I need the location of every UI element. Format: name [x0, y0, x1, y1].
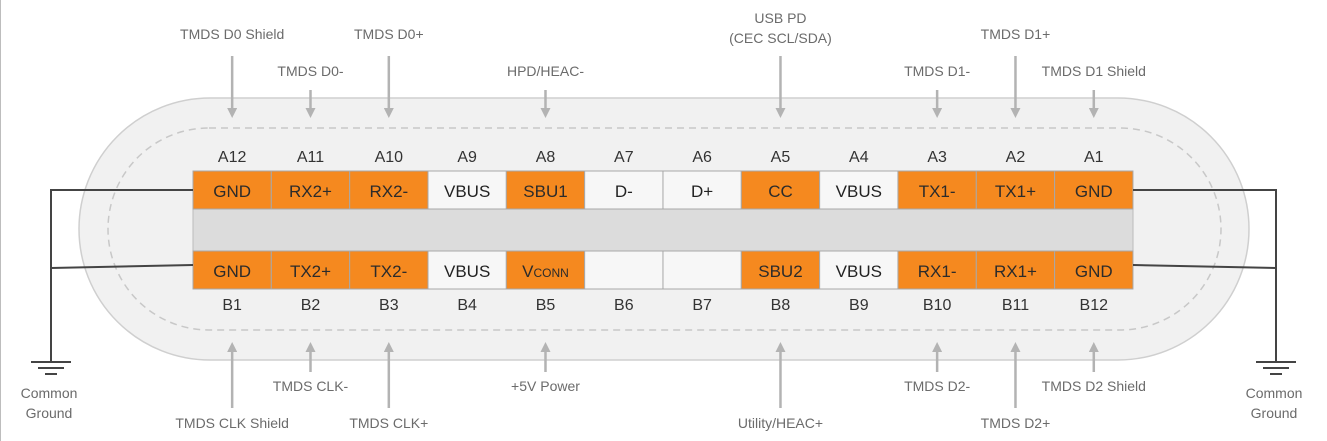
bottom-signal-label-1: TMDS CLK- [273, 378, 349, 394]
top_row-cell-a2 [975, 170, 1056, 210]
bottom_row-signal-b5: VCONN [522, 262, 569, 281]
top_row-signal-a6: D+ [691, 182, 713, 201]
bottom-signal-label-6: TMDS D2+ [981, 415, 1051, 431]
top-signal-label-2: TMDS D0+ [354, 26, 424, 42]
bottom_row-cell-b2 [270, 250, 351, 290]
bottom_row-signal-b9: VBUS [836, 262, 882, 281]
top_row-pin-a6: A6 [692, 149, 712, 166]
bottom_row-pin-b1: B1 [222, 297, 242, 314]
top-signal-label2-4: (CEC SCL/SDA) [729, 30, 832, 46]
bottom-signal-label-5: TMDS D2- [904, 378, 970, 394]
bottom_row-pin-b8: B8 [771, 297, 791, 314]
top_row-cell-a11 [270, 170, 351, 210]
bottom_row-signal-b2: TX2+ [290, 262, 331, 281]
top_row-signal-a9: VBUS [444, 182, 490, 201]
bottom_row-signal-sub-b5: CONN [533, 266, 568, 280]
top_row-signal-a5: CC [768, 182, 793, 201]
bottom_row-cell-b1 [192, 250, 272, 290]
top_row-pin-a9: A9 [457, 149, 477, 166]
bottom_row-cell-b6 [584, 250, 664, 290]
top-signal-label-7: TMDS D1 Shield [1042, 63, 1146, 79]
top_row-pin-a11: A11 [297, 149, 324, 166]
left-ground-label-line2: Ground [26, 405, 73, 421]
top_row-cell-a1 [1054, 170, 1134, 210]
left-ground-wiring [50, 189, 194, 362]
bottom_row-signal-b11: RX1+ [994, 262, 1037, 281]
top_row-signal-a3: TX1- [919, 182, 956, 201]
bottom_row-signal-b1: GND [213, 262, 251, 281]
bottom-signal-label-3: +5V Power [511, 378, 580, 394]
left-ground-label-line1: Common [21, 385, 78, 401]
top-signal-label-5: TMDS D1- [904, 63, 970, 79]
top-pin-numbers: A12 A11 A10 A9 A8 A7 A6 A5 A4 A3 A2 A1 [218, 149, 1104, 166]
bottom_row-pin-b7: B7 [692, 297, 712, 314]
bottom_row-cell-b11 [975, 250, 1056, 290]
left-ground-icon [31, 361, 71, 375]
top-signal-label-6: TMDS D1+ [981, 26, 1051, 42]
top_row-pin-a10: A10 [375, 149, 404, 166]
bottom-signal-label-0: TMDS CLK Shield [175, 415, 289, 431]
top_row-signal-a1: GND [1075, 182, 1113, 201]
right-ground-wiring [1132, 189, 1277, 362]
top-signal-label-1: TMDS D0- [277, 63, 343, 79]
bottom-signal-arrows: TMDS CLK Shield TMDS CLK- TMDS CLK+ +5V Pow… [175, 342, 1146, 431]
right-ground-label-line1: Common [1246, 385, 1303, 401]
bottom_row-pin-b12: B12 [1080, 297, 1109, 314]
bottom_row-pin-b11: B11 [1002, 297, 1029, 314]
top_row-pin-a8: A8 [536, 149, 556, 166]
top-pin-row: GND RX2+ RX2- VBUS SBU1 D- D+ CC VBUS TX1- TX1+ GND [192, 170, 1134, 210]
top-signal-label-4: USB PD [754, 10, 806, 26]
top_row-signal-a2: TX1+ [995, 182, 1036, 201]
bottom_row-signal-b8: SBU2 [758, 262, 802, 281]
bottom_row-pin-b5: B5 [536, 297, 556, 314]
bottom_row-signal-b12: GND [1075, 262, 1113, 281]
bottom_row-cell-b8 [740, 250, 821, 290]
top_row-pin-a1: A1 [1084, 149, 1104, 166]
bottom-pin-numbers: B1 B2 B3 B4 B5 B6 B7 B8 B9 B10 B11 B12 [222, 297, 1108, 314]
top_row-pin-a3: A3 [927, 149, 947, 166]
bottom_row-signal-b10: RX1- [918, 262, 957, 281]
top_row-pin-a5: A5 [771, 149, 791, 166]
top_row-cell-a3 [897, 170, 977, 210]
top_row-pin-a2: A2 [1006, 149, 1026, 166]
bottom_row-pin-b10: B10 [923, 297, 952, 314]
bottom_row-cell-b7 [662, 250, 742, 290]
bottom-signal-label-2: TMDS CLK+ [349, 415, 428, 431]
top_row-signal-a10: RX2- [369, 182, 408, 201]
right-ground-label-line2: Ground [1251, 405, 1298, 421]
top_row-cell-a10 [349, 170, 429, 210]
top_row-cell-a9 [427, 170, 507, 210]
bottom_row-pin-b9: B9 [849, 297, 869, 314]
bottom_row-cell-b10 [897, 250, 977, 290]
top_row-pin-a4: A4 [849, 149, 869, 166]
bottom_row-signal-b4: VBUS [444, 262, 490, 281]
right-ground-icon [1256, 361, 1296, 375]
top_row-cell-a7 [584, 170, 664, 210]
top_row-signal-a12: GND [213, 182, 251, 201]
bottom_row-pin-b4: B4 [457, 297, 477, 314]
top_row-signal-a8: SBU1 [523, 182, 567, 201]
top_row-pin-a7: A7 [614, 149, 634, 166]
bottom_row-pin-b3: B3 [379, 297, 399, 314]
top-signal-label-0: TMDS D0 Shield [180, 26, 284, 42]
top_row-pin-a12: A12 [218, 149, 247, 166]
top_row-signal-a7: D- [615, 182, 633, 201]
top_row-cell-a12 [192, 170, 272, 210]
top-signal-label-3: HPD/HEAC- [507, 63, 584, 79]
bottom-signal-label-7: TMDS D2 Shield [1042, 378, 1146, 394]
bottom_row-pin-b6: B6 [614, 297, 634, 314]
top_row-cell-a4 [819, 170, 899, 210]
connector-tongue [192, 208, 1134, 252]
connector-inner-outline [107, 127, 1222, 331]
bottom_row-cell-b12 [1054, 250, 1134, 290]
top_row-signal-a11: RX2+ [289, 182, 332, 201]
bottom-signal-label-4: Utility/HEAC+ [738, 415, 823, 431]
bottom_row-pin-b2: B2 [301, 297, 321, 314]
bottom-pin-row: GND TX2+ TX2- VBUS VCONN SBU2 VBUS RX1- RX1+ GND [192, 250, 1134, 290]
bottom_row-signal-b3: TX2- [370, 262, 407, 281]
top_row-signal-a4: VBUS [836, 182, 882, 201]
